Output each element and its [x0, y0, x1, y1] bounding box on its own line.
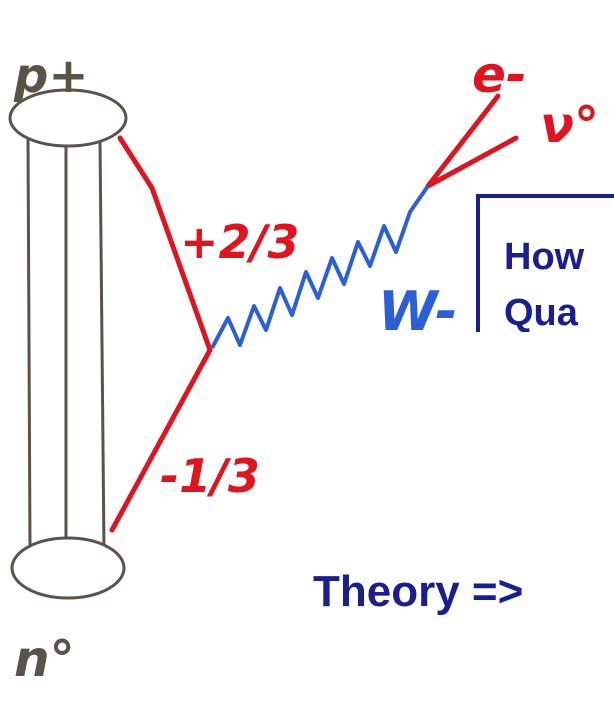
- proton-label: p+: [13, 48, 89, 104]
- neutrino-label: ν°: [540, 96, 599, 154]
- charge-up-label: +2/3: [180, 215, 299, 269]
- theory-text: Theory =>: [313, 567, 523, 617]
- nucleon-tube: [28, 138, 104, 552]
- electron-line: [428, 96, 498, 186]
- callout-line-2: Qua: [504, 292, 578, 335]
- callout-line-1: How: [504, 236, 584, 279]
- down-quark-line: [112, 350, 210, 530]
- neutron-ellipse: [12, 538, 124, 598]
- charge-down-label: -1/3: [160, 449, 260, 503]
- neutrino-line: [428, 138, 516, 186]
- electron-label: e-: [472, 46, 527, 104]
- overlay-panel: [288, 332, 614, 702]
- neutron-label: n°: [14, 630, 75, 688]
